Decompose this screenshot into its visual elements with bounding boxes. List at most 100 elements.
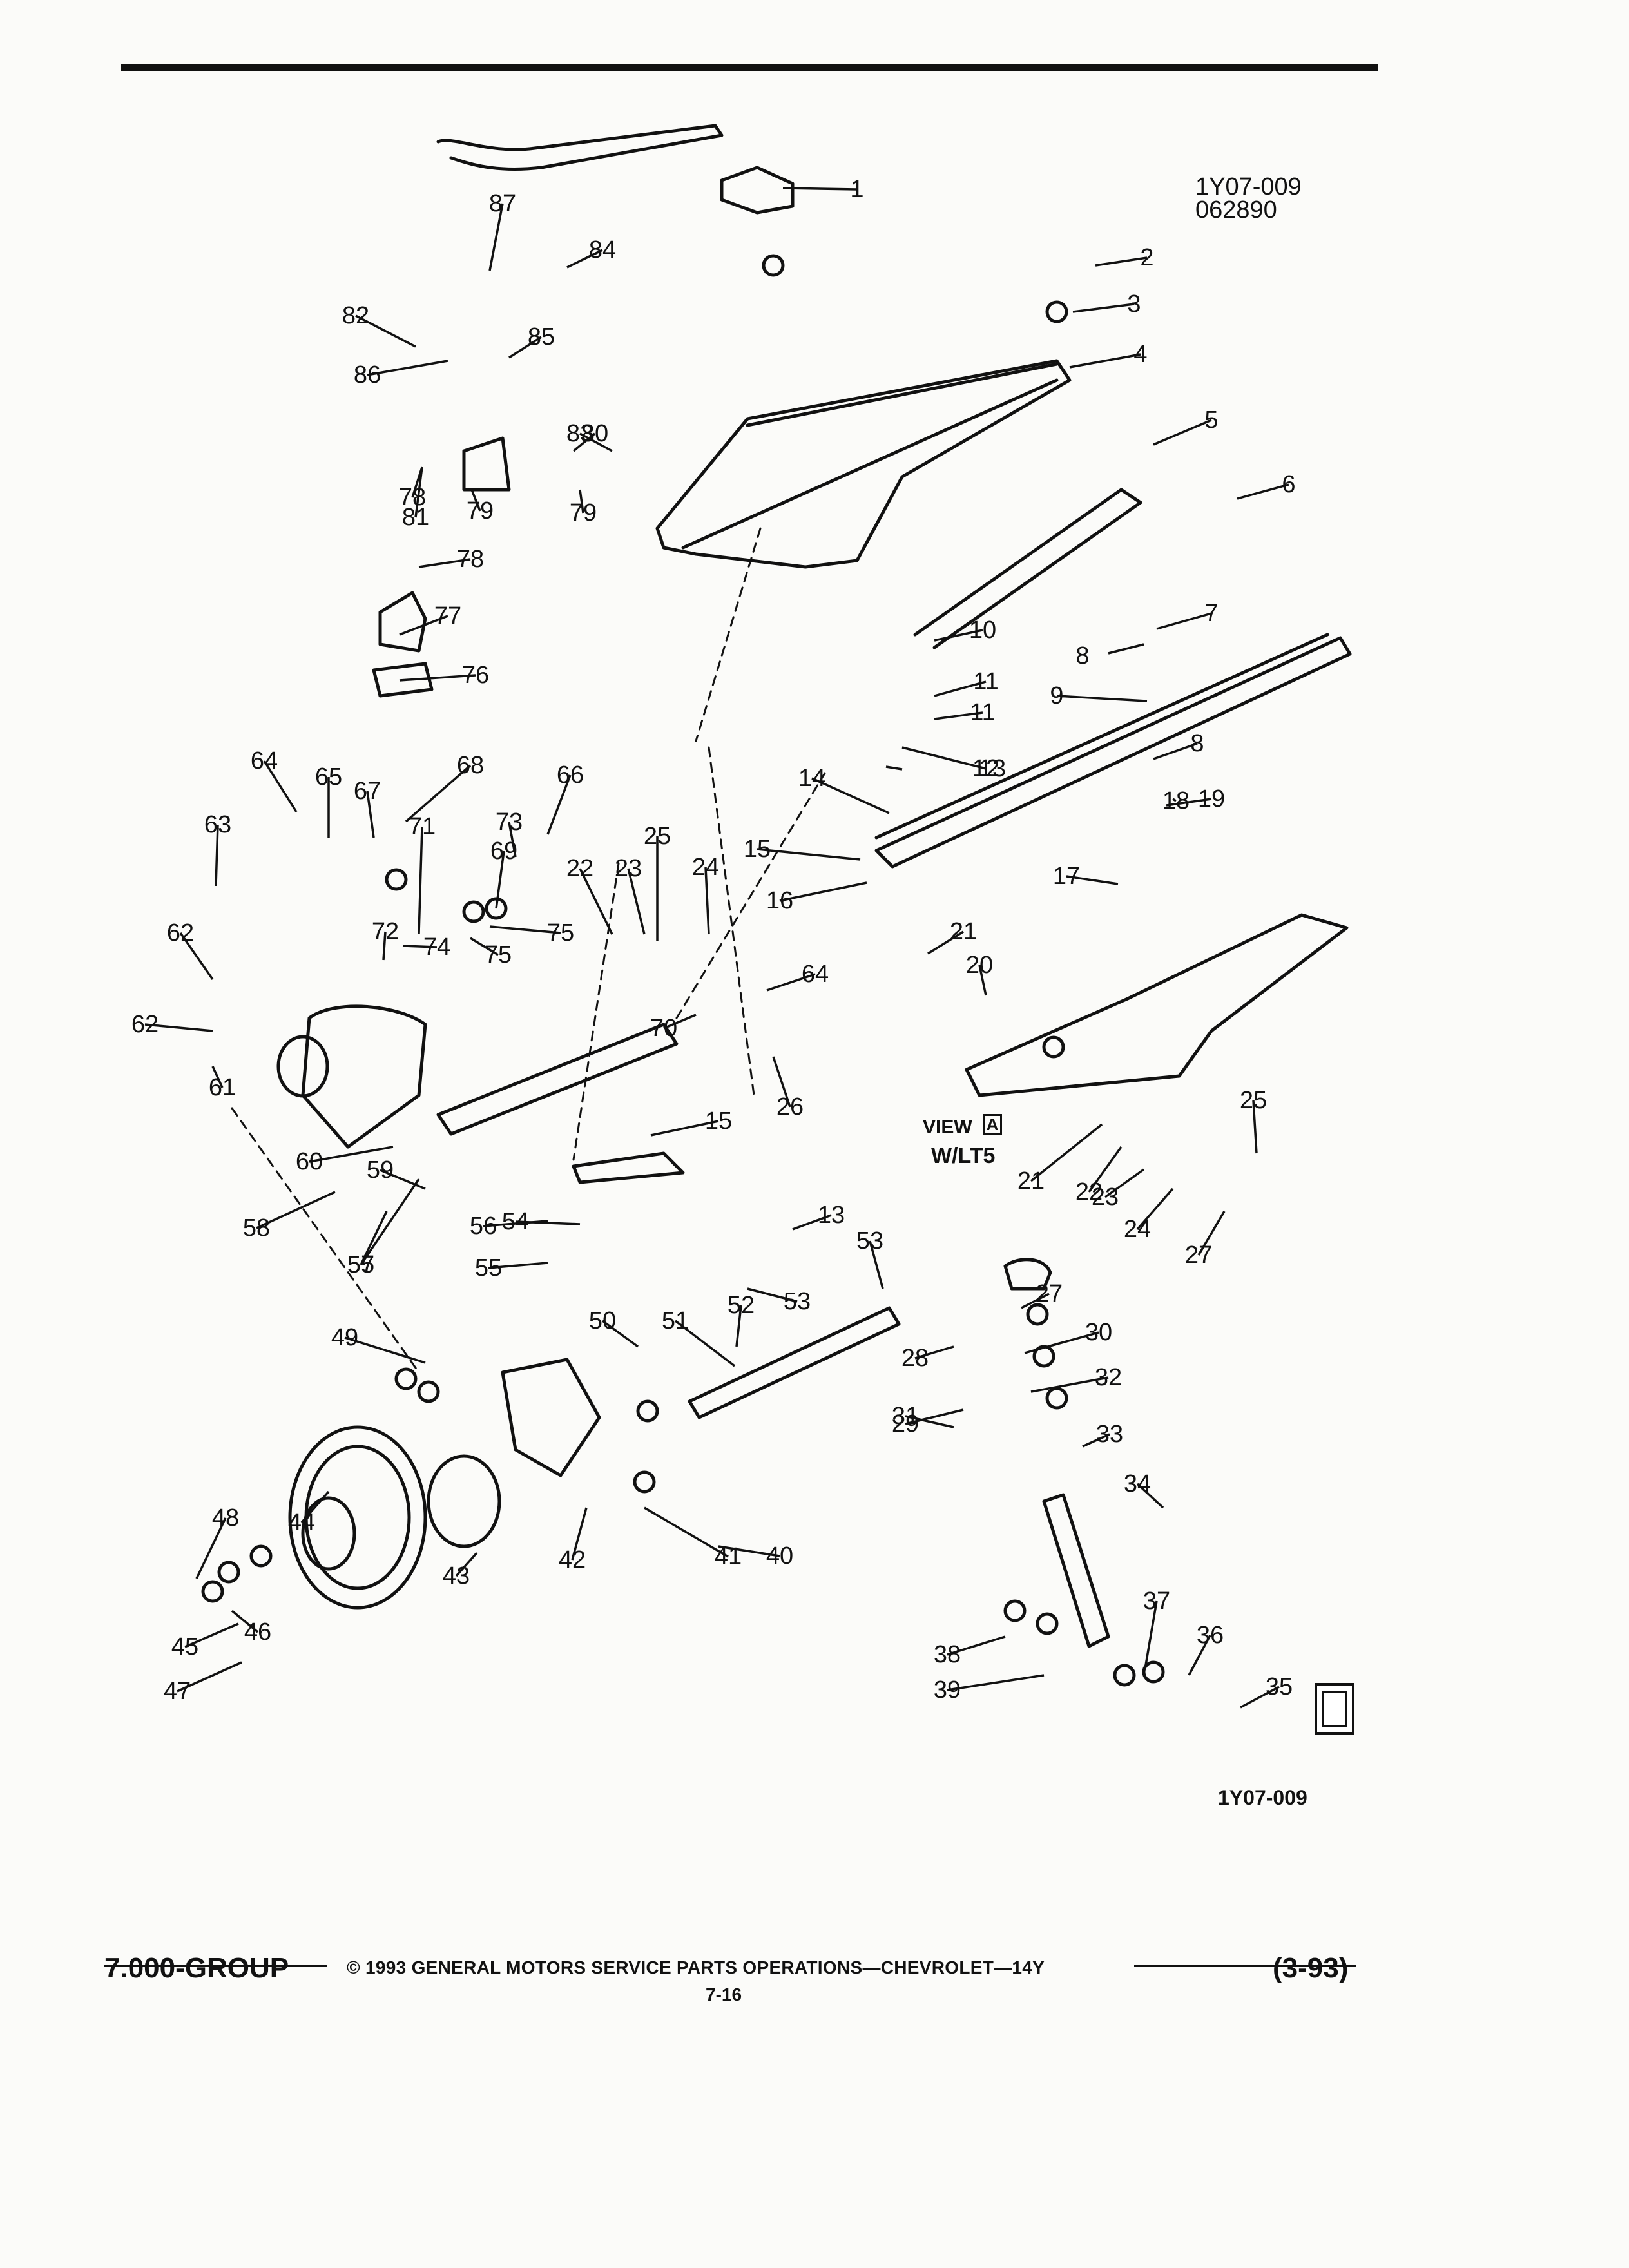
- callout-46: 46: [244, 1619, 271, 1646]
- callout-63: 63: [204, 811, 231, 838]
- leader-79: [470, 489, 481, 512]
- callout-47: 47: [164, 1678, 191, 1705]
- leader-49: [344, 1336, 426, 1364]
- callout-13: 13: [818, 1202, 845, 1229]
- carrier-arm-lower: [681, 378, 1059, 550]
- assembly-line-e: [675, 772, 826, 1019]
- lt5-bushing: [1042, 1035, 1065, 1059]
- leader-62: [179, 932, 214, 980]
- leader-41: [644, 1506, 729, 1558]
- callout-73: 73: [496, 809, 523, 836]
- callout-51: 51: [662, 1307, 689, 1334]
- callout-2: 2: [1140, 244, 1153, 271]
- callout-86: 86: [354, 361, 381, 389]
- callout-16: 16: [766, 887, 793, 914]
- callout-36: 36: [1197, 1622, 1224, 1649]
- leader-55: [488, 1262, 548, 1269]
- callout-65: 65: [315, 764, 342, 791]
- leader-86: [367, 360, 448, 376]
- leader-71: [418, 826, 423, 935]
- washer-56: [394, 1367, 418, 1390]
- leader-8: [1108, 643, 1144, 655]
- callout-48: 48: [212, 1504, 239, 1532]
- leader-18: [1172, 798, 1177, 802]
- callout-70: 70: [650, 1015, 677, 1042]
- callout-39: 39: [934, 1677, 961, 1704]
- callout-11: 11: [973, 668, 998, 695]
- callout-19: 19: [1198, 785, 1225, 812]
- leader-66: [546, 774, 572, 835]
- leader-68: [405, 764, 472, 823]
- leader-39: [947, 1674, 1045, 1691]
- leader-19: [1166, 798, 1212, 807]
- callout-42: 42: [559, 1546, 586, 1573]
- callout-37: 37: [1143, 1588, 1170, 1615]
- callout-75: 75: [547, 919, 574, 947]
- bolt-2: [762, 254, 785, 277]
- leader-76: [399, 674, 476, 682]
- mount-insulator: [378, 591, 427, 653]
- callout-26: 26: [776, 1093, 804, 1120]
- gm-spo-logo: [1315, 1683, 1354, 1735]
- callout-41: 41: [715, 1543, 742, 1570]
- part-illustrations: [201, 124, 1352, 1687]
- leader-50: [601, 1320, 639, 1348]
- leader-51: [674, 1320, 736, 1367]
- callout-78: 78: [457, 546, 484, 573]
- leader-27: [1021, 1293, 1050, 1309]
- callout-7: 7: [1204, 600, 1218, 627]
- callout-72: 72: [372, 918, 399, 945]
- washer-34: [1142, 1660, 1165, 1684]
- callout-55: 55: [347, 1251, 374, 1278]
- callout-27: 27: [1036, 1280, 1063, 1307]
- leader-27: [1197, 1211, 1226, 1256]
- callout-23: 23: [615, 855, 642, 882]
- callout-38: 38: [934, 1641, 961, 1668]
- leader-44: [300, 1490, 330, 1524]
- callout-15: 15: [705, 1108, 732, 1135]
- callout-69: 69: [490, 838, 517, 865]
- bracket-part: [720, 166, 795, 215]
- callout-30: 30: [1085, 1319, 1112, 1346]
- callout-32: 32: [1095, 1364, 1122, 1391]
- leader-43: [455, 1552, 478, 1577]
- callout-79: 79: [570, 499, 597, 526]
- leader-62: [144, 1023, 213, 1032]
- callout-44: 44: [288, 1509, 315, 1536]
- leader-33: [1082, 1433, 1110, 1448]
- callout-17: 17: [1053, 863, 1080, 890]
- callout-18: 18: [1162, 787, 1190, 814]
- callout-20: 20: [966, 952, 993, 979]
- callout-79: 79: [467, 497, 494, 524]
- leader-9: [1056, 695, 1148, 702]
- leader-21: [927, 930, 964, 955]
- view-label: VIEW: [923, 1117, 972, 1138]
- nut-46: [201, 1580, 224, 1603]
- leader-24: [704, 867, 710, 935]
- assembly-line-d: [572, 862, 620, 1161]
- footer-group: 7.000-GROUP: [104, 1952, 289, 1984]
- nut-64: [385, 868, 408, 891]
- callout-67: 67: [354, 778, 381, 805]
- top-rule: [121, 64, 1378, 71]
- callout-27: 27: [1185, 1242, 1212, 1269]
- leader-8: [1153, 742, 1198, 760]
- callout-25: 25: [644, 823, 671, 850]
- leader-30: [1024, 1331, 1099, 1354]
- callout-28: 28: [901, 1345, 929, 1372]
- callout-64: 64: [251, 747, 278, 774]
- footer-rule-left: [104, 1965, 327, 1967]
- differential-carrier: [655, 359, 1072, 569]
- leader-23: [1104, 1168, 1145, 1198]
- leader-74: [402, 945, 438, 948]
- leader-59: [380, 1169, 426, 1190]
- leader-23: [627, 868, 646, 935]
- callout-85: 85: [528, 323, 555, 351]
- washer-37: [1003, 1599, 1027, 1622]
- callout-76: 76: [462, 662, 489, 689]
- washer-68: [462, 900, 485, 923]
- leader-24: [1136, 1187, 1174, 1231]
- leaf-spring: [874, 636, 1352, 869]
- leader-38: [947, 1635, 1006, 1656]
- leader-17: [1066, 875, 1119, 885]
